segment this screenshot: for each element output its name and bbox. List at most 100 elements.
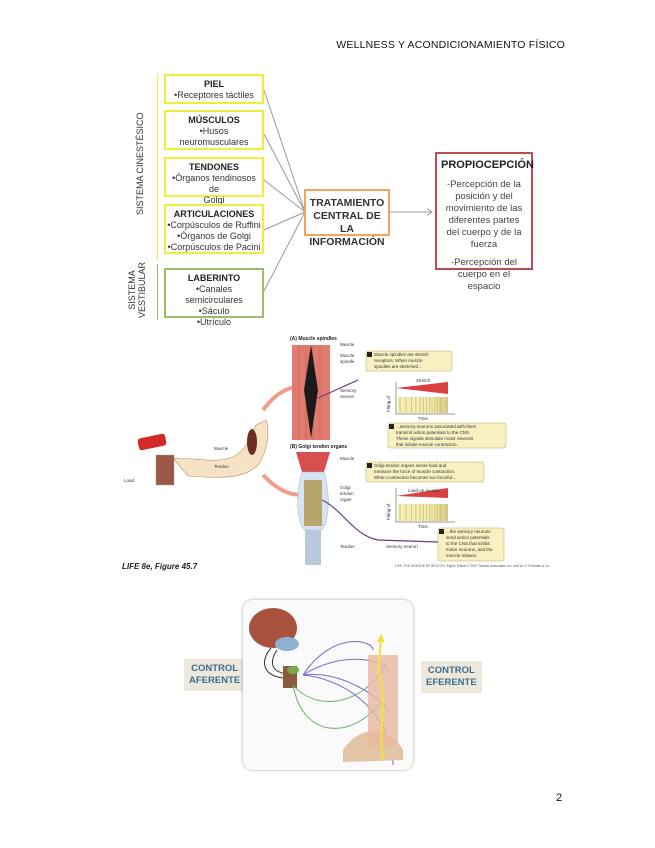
callout-text: receptors. When muscle — [374, 358, 423, 363]
source-line: •Sáculo — [198, 306, 230, 316]
callout-text: ...sensory neurons associated with them — [396, 424, 477, 429]
center-line: INFORMACIÓN — [309, 236, 385, 248]
source-line: •Órganos de Golgi — [177, 231, 251, 241]
label-arm-tendon: Tendon — [214, 464, 229, 469]
source-line: •Canales semicirculares — [185, 284, 243, 305]
muscle-spindle-illustration — [292, 345, 359, 440]
label-time-b: Time — [418, 524, 428, 529]
label-sistema-vestibular: SISTEMA VESTIBULAR — [127, 262, 147, 318]
connector-laberinto — [263, 211, 306, 292]
callout-b2: ...the sensory neurons send action poten… — [437, 527, 505, 562]
source-line: •Husos — [199, 126, 229, 136]
nervous-control-illustration — [243, 600, 413, 770]
graph-a: Stretch Time Firing of — [386, 378, 455, 421]
label-muscle-b: Muscle — [340, 456, 355, 461]
label-yaxis-b: Firing of — [386, 503, 391, 520]
label-stretch: Stretch — [416, 378, 431, 383]
callout-a2: ...sensory neurons associated with them … — [387, 422, 507, 449]
connector-lines — [263, 89, 433, 292]
figure-45-7: Muscle Tendon Load (A) Muscle spindles M… — [118, 330, 538, 575]
label-control-eferente: CONTROL EFERENTE — [421, 661, 482, 693]
label-sensory-b: Sensory neuron — [386, 544, 418, 549]
label-sensory-a-2: neuron — [340, 394, 355, 399]
figure-caption: LIFE 8e, Figure 45.7 — [122, 562, 198, 571]
panel-a-title: (A) Muscle spindles — [290, 336, 337, 342]
soda-can-icon — [137, 433, 167, 451]
source-line: Golgi — [203, 195, 225, 205]
source-tendones: TENDONES •Órganos tendinosos de Golgi — [164, 157, 264, 205]
label-vestibular-line2: VESTIBULAR — [137, 261, 147, 318]
arm-illustration — [137, 385, 304, 497]
connector-musculos — [263, 133, 306, 213]
callout-text: ...the sensory neurons — [446, 529, 491, 534]
label-vestibular-line1: SISTEMA — [127, 270, 137, 310]
callout-text: spindles are stretched... — [374, 364, 422, 369]
stretch-ramp — [396, 382, 448, 394]
label-line: CONTROL — [427, 665, 475, 676]
arrow-to-panel-b — [261, 473, 304, 497]
source-title: ARTICULACIONES — [173, 209, 255, 219]
graph-b: Load on muscle Time Firing of — [386, 488, 455, 529]
page-number: 2 — [556, 792, 563, 804]
callout-text: measure the force of muscle contraction. — [374, 469, 455, 474]
callout-text: send action potentials — [446, 535, 490, 540]
label-line: CONTROL — [191, 663, 239, 674]
source-line: •Utrículo — [196, 317, 232, 327]
vestibular-bracket — [157, 264, 158, 320]
source-laberinto: LABERINTO •Canales semicirculares •Sácul… — [164, 268, 264, 327]
label-muscle-spindle-2: spindle — [340, 359, 355, 364]
glass-icon — [155, 454, 175, 486]
source-line: •Órganos tendinosos de — [172, 173, 256, 194]
source-line: •Receptores táctiles — [174, 90, 254, 100]
source-articulaciones: ARTICULACIONES •Corpúsculos de Ruffini •… — [164, 204, 264, 254]
callout-text: When contraction becomes too forceful... — [374, 475, 456, 480]
result-point-2: -Percepción del cuerpo en el espacio — [450, 257, 517, 292]
source-title: MÚSCULOS — [188, 115, 240, 125]
arm-muscle — [247, 429, 257, 455]
golgi-tendon-illustration — [296, 452, 439, 565]
callout-text: transmit action potentials to the CNS. — [396, 430, 470, 435]
callout-text: motor neurons, and the — [446, 547, 493, 552]
label-sistema-cinestesico: SISTEMA CINESTÉSICO — [135, 112, 145, 215]
source-title: LABERINTO — [187, 273, 241, 283]
result-propiocepcion: PROPIOCEPCIÓN -Percepción de la posición… — [435, 152, 534, 292]
label-arm-muscle: Muscle — [214, 446, 229, 451]
arrow-head — [426, 208, 433, 216]
figure-credit: LIFE: THE SCIENCE OF BIOLOGY, Eighth Edi… — [395, 564, 550, 568]
connector-piel — [263, 89, 306, 213]
label-load: Load — [124, 478, 135, 483]
label-time-a: Time — [418, 416, 428, 421]
callout-text: Muscle spindles are stretch — [374, 352, 429, 357]
load-ramp — [396, 488, 448, 498]
label-muscle-spindle-1: Muscle — [340, 353, 355, 358]
label-golgi-3: organ — [340, 497, 352, 502]
source-line: neuromusculares — [179, 137, 249, 147]
source-musculos: MÚSCULOS •Husos neuromusculares — [164, 110, 264, 150]
callout-a1: Muscle spindles are stretch receptors. W… — [365, 350, 453, 372]
callout-b1: Golgi tendon organs sense load and measu… — [365, 461, 485, 483]
label-muscle-a: Muscle — [340, 342, 355, 347]
label-sensory-a-1: Sensory — [340, 388, 357, 393]
connector-tendones — [263, 179, 306, 213]
center-line: TRATAMIENTO — [309, 197, 385, 209]
label-golgi-2: tendon — [340, 491, 354, 496]
callout-text: Golgi tendon organs sense load and — [374, 463, 447, 468]
label-load-on-muscle: Load on muscle — [408, 488, 440, 493]
source-line: •Corpúsculos de Ruffini — [167, 220, 261, 230]
label-golgi-1: Golgi — [340, 485, 351, 490]
label-tendon-b: Tendon — [340, 544, 355, 549]
connector-articulaciones — [263, 211, 306, 231]
label-yaxis-a: Firing of — [386, 395, 391, 412]
label-line: EFERENTE — [426, 677, 477, 688]
label-line: AFERENTE — [189, 675, 241, 686]
label-control-aferente: CONTROL AFERENTE — [184, 659, 246, 691]
center-line: CENTRAL DE LA — [313, 210, 381, 235]
page-header: WELLNESS Y ACONDICIONAMIENTO FÍSICO — [336, 39, 565, 51]
proprioception-concept-map: SISTEMA CINESTÉSICO SISTEMA VESTIBULAR P… — [0, 0, 655, 330]
center-tratamiento: TRATAMIENTO CENTRAL DE LA INFORMACIÓN — [304, 189, 390, 248]
callout-text: muscle relaxes. — [446, 553, 477, 558]
callout-text: to the CNS that inhibit — [446, 541, 491, 546]
callout-text: that initiate muscle contraction. — [396, 442, 458, 447]
source-title: PIEL — [203, 79, 224, 89]
result-title: PROPIOCEPCIÓN — [441, 159, 534, 171]
